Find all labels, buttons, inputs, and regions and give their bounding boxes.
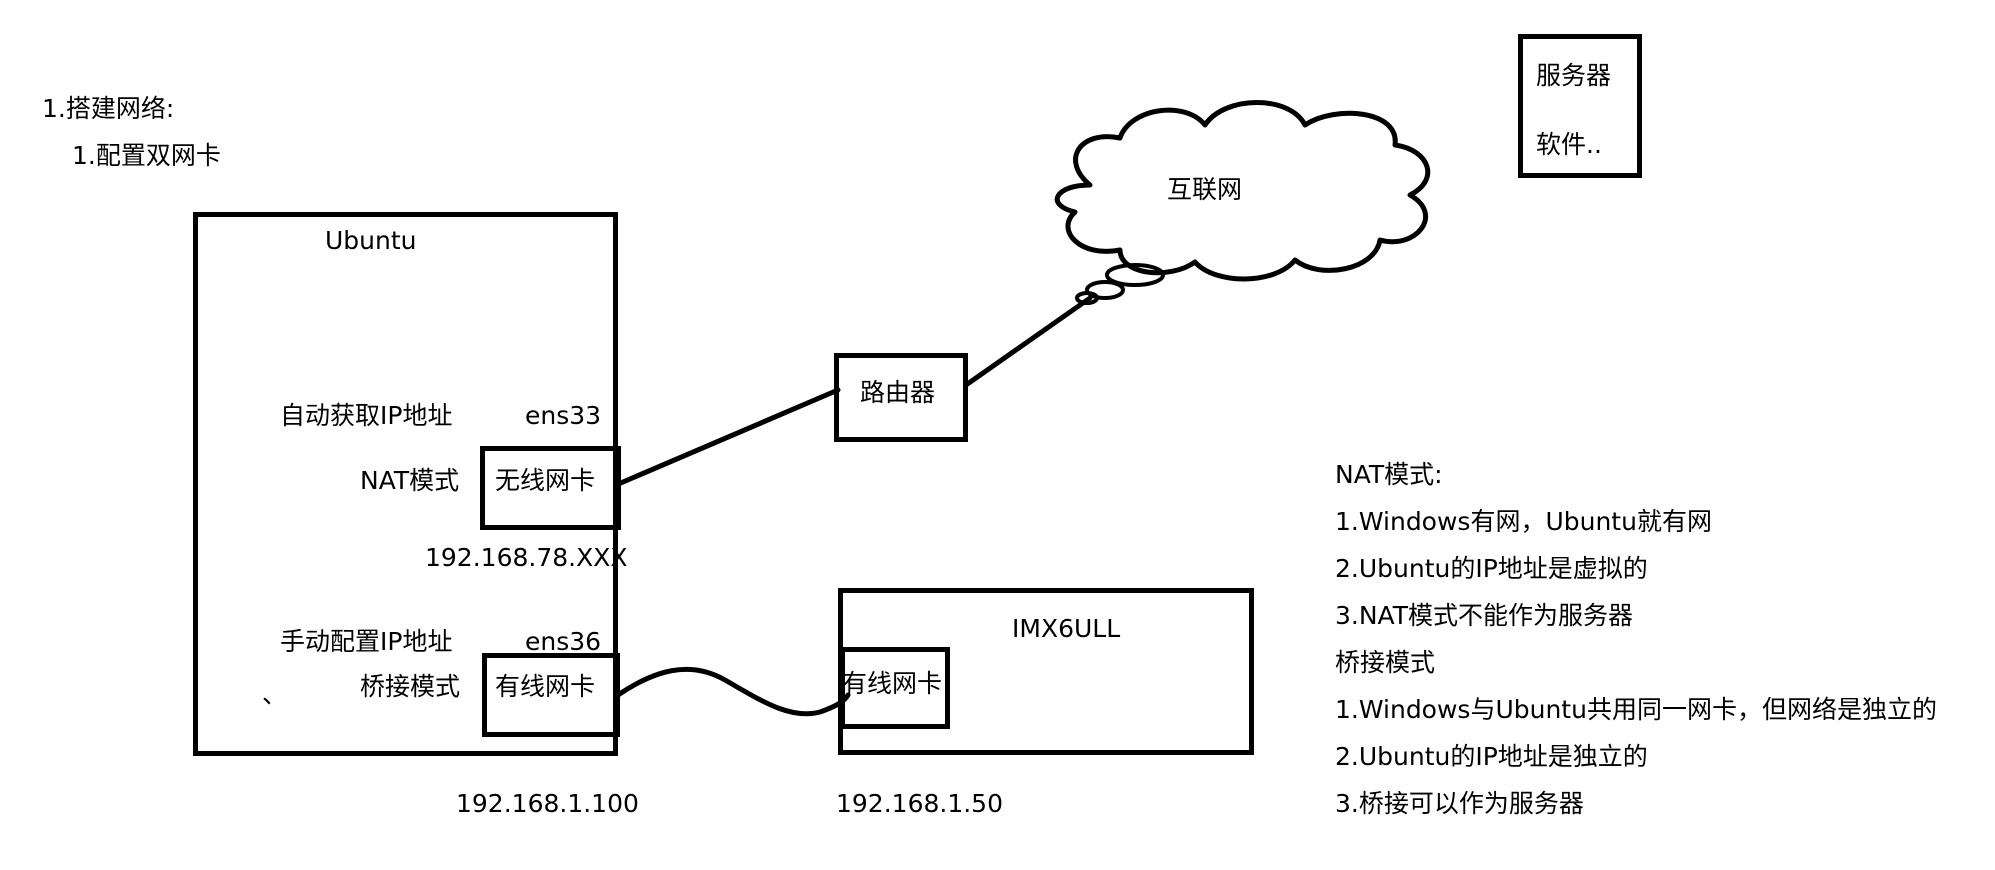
router-label: 路由器 xyxy=(860,378,936,407)
nic2-iface-name: ens36 xyxy=(525,627,602,656)
note-bridge-1: 1.Windows与Ubuntu共用同一网卡，但网络是独立的 xyxy=(1335,695,1937,724)
note-nat-2: 2.Ubuntu的IP地址是虚拟的 xyxy=(1335,554,1648,583)
stray-mark: 、 xyxy=(262,680,288,709)
ubuntu-wired-card-label: 有线网卡 xyxy=(495,672,596,701)
link-wired-cable xyxy=(615,666,851,717)
imx-ip-address: 192.168.1.50 xyxy=(836,789,1003,818)
internet-label: 互联网 xyxy=(1167,175,1243,204)
nic1-ip-mode: 自动获取IP地址 xyxy=(280,401,453,430)
ubuntu-box xyxy=(193,212,618,756)
imx-wired-card-box xyxy=(840,647,950,729)
note-bridge-3: 3.桥接可以作为服务器 xyxy=(1335,789,1584,818)
ubuntu-wired-card-box xyxy=(482,653,620,737)
nic1-net-mode: NAT模式 xyxy=(360,466,460,495)
link-wireless-router xyxy=(613,387,841,488)
cloud-tail-bubble-tiny xyxy=(1075,291,1099,305)
note-bridge-heading: 桥接模式 xyxy=(1335,648,1436,677)
cloud-tail-bubble-large xyxy=(1105,263,1165,287)
nic2-ip-mode: 手动配置IP地址 xyxy=(280,627,453,656)
section-title: 1.搭建网络: xyxy=(42,94,175,123)
ubuntu-title: Ubuntu xyxy=(325,226,417,255)
imx-wired-card-label: 有线网卡 xyxy=(842,669,943,698)
note-nat-1: 1.Windows有网，Ubuntu就有网 xyxy=(1335,507,1712,536)
cloud-tail-bubble-small xyxy=(1085,280,1125,300)
nic1-ip-address: 192.168.78.XXX xyxy=(425,543,628,572)
server-label-line1: 服务器 xyxy=(1536,61,1612,90)
nic2-ip-address: 192.168.1.100 xyxy=(456,789,639,818)
nic1-iface-name: ens33 xyxy=(525,401,602,430)
imx-board-title: IMX6ULL xyxy=(1012,614,1121,643)
server-box xyxy=(1518,34,1642,178)
wireless-card-box xyxy=(480,446,621,530)
note-nat-heading: NAT模式: xyxy=(1335,460,1443,489)
section-subtitle: 1.配置双网卡 xyxy=(72,141,221,170)
nic2-net-mode: 桥接模式 xyxy=(360,672,461,701)
server-label-line2: 软件.. xyxy=(1536,130,1602,159)
note-bridge-2: 2.Ubuntu的IP地址是独立的 xyxy=(1335,742,1648,771)
internet-cloud-shape xyxy=(1054,100,1431,282)
wireless-card-label: 无线网卡 xyxy=(495,466,596,495)
note-nat-3: 3.NAT模式不能作为服务器 xyxy=(1335,601,1633,630)
router-box xyxy=(834,353,968,442)
link-router-internet xyxy=(963,295,1093,388)
